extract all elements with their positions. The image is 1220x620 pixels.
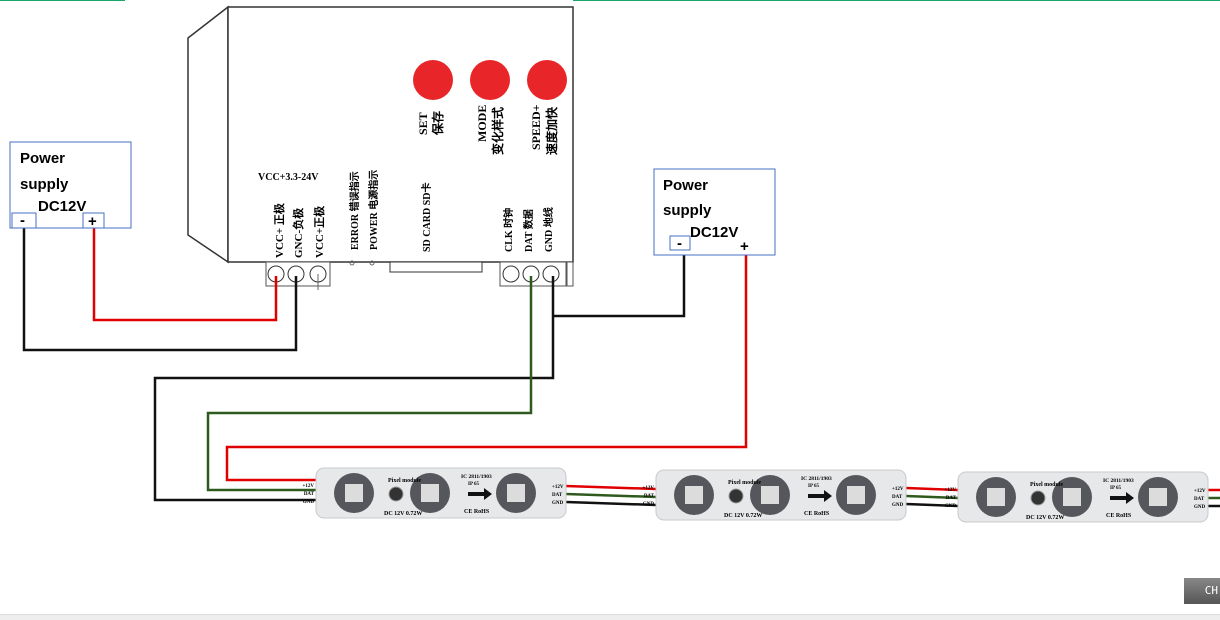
pin-label: GND	[892, 503, 904, 508]
ps2-positive-wire	[225, 254, 748, 482]
module-rating: DC 12V 0.72W	[384, 511, 422, 517]
ps-label: Power	[663, 177, 708, 194]
power-voltage-label: VCC+3.3-24V	[258, 172, 319, 183]
pin-label: GND	[643, 502, 655, 507]
ps-plus-terminal: +	[740, 238, 749, 255]
led-chip	[507, 484, 525, 502]
terminal-label: GNC-负极	[291, 207, 305, 258]
terminal-label: GND 地线	[542, 207, 555, 252]
module-ic: IC 2811/1903	[1103, 478, 1134, 484]
module-ic: IC 2811/1903	[801, 476, 832, 482]
pixel-module: Pixel module IC 2811/1903 IP 65 DC 12V 0.72…	[303, 467, 567, 519]
module-title: Pixel module	[728, 480, 762, 486]
ps-minus-terminal: -	[20, 212, 25, 229]
button-label: MODE	[475, 105, 489, 142]
pin-label: GND	[303, 500, 315, 505]
pin-label: +12V	[1194, 489, 1206, 494]
button-label: 速度加快	[544, 106, 559, 155]
module-ip: IP 65	[468, 482, 479, 487]
gnd-wire	[153, 276, 555, 502]
indicator-label: ERROR 错误指示	[348, 171, 361, 250]
mount-hole	[1030, 490, 1046, 506]
module-ic: IC 2811/1903	[461, 474, 492, 480]
pin-label: DAT	[892, 495, 903, 500]
pin-label: DAT	[552, 493, 563, 498]
pin-label: DAT	[946, 496, 957, 501]
ime-indicator[interactable]: CH	[1184, 578, 1220, 604]
led-chip	[1149, 488, 1167, 506]
module-title: Pixel module	[388, 478, 422, 484]
led-chip	[345, 484, 363, 502]
module-ip: IP 65	[1110, 486, 1121, 491]
terminal-label: CLK 时钟	[502, 208, 515, 252]
ps2-ground-wire	[553, 250, 686, 318]
terminal-label: DAT 数据	[522, 209, 535, 252]
speed-button	[527, 60, 567, 100]
pin-label: DAT	[644, 494, 655, 499]
led-chip	[421, 484, 439, 502]
dat-wire	[206, 276, 533, 492]
controller-buttons: SET 保存 MODE 变化样式 SPEED+ 速度加快	[413, 60, 567, 155]
set-button	[413, 60, 453, 100]
power-supply-1: Power supply DC12V - +	[9, 141, 132, 230]
pin-label: GND	[945, 504, 957, 509]
button-label: SPEED+	[529, 104, 543, 150]
led-chip	[761, 486, 779, 504]
module-cert: CE RoHS	[804, 511, 830, 517]
button-label: 变化样式	[490, 107, 505, 155]
pixel-module: Pixel module IC 2811/1903 IP 65 DC 12V 0.72…	[643, 469, 907, 521]
pin-label: DAT	[304, 492, 315, 497]
ps-voltage: DC12V	[38, 198, 86, 215]
pin-label: +12V	[643, 486, 655, 491]
pin-label: GND	[1194, 505, 1206, 510]
pixel-modules: Pixel module IC 2811/1903 IP 65 DC 12V 0.72…	[303, 467, 1209, 523]
module-rating: DC 12V 0.72W	[1026, 515, 1064, 521]
mount-hole	[388, 486, 404, 502]
led-chip	[987, 488, 1005, 506]
sd-card-label: SD CARD SD卡	[420, 183, 433, 252]
pin-label: +12V	[892, 487, 904, 492]
direction-arrow-icon	[808, 490, 832, 502]
module-ip: IP 65	[808, 484, 819, 489]
ps-plus-terminal: +	[88, 213, 97, 230]
pin-label: +12V	[945, 488, 957, 493]
module-title: Pixel module	[1030, 482, 1064, 488]
direction-arrow-icon	[1110, 492, 1134, 504]
indicator-label: POWER 电源指示	[367, 170, 380, 250]
ps1-ground-wire	[22, 228, 298, 352]
bottom-bar	[0, 614, 1220, 620]
module-cert: CE RoHS	[1106, 513, 1132, 519]
ps-voltage: DC12V	[690, 224, 738, 241]
button-label: 保存	[430, 111, 445, 136]
terminal-label: VCC+正极	[312, 205, 326, 258]
ps-minus-terminal: -	[677, 235, 682, 252]
mode-button	[470, 60, 510, 100]
controller: SET 保存 MODE 变化样式 SPEED+ 速度加快 VCC+3.3-24V…	[187, 5, 574, 290]
mount-hole	[728, 488, 744, 504]
ps-label: Power	[20, 150, 65, 167]
led-chip	[847, 486, 865, 504]
wires	[22, 228, 1220, 508]
power-supply-2: Power supply DC12V - +	[653, 168, 776, 256]
pin-label: GND	[552, 501, 564, 506]
led-chip	[1063, 488, 1081, 506]
pin-label: +12V	[303, 484, 315, 489]
pixel-module: Pixel module IC 2811/1903 IP 65 DC 12V 0.72…	[945, 471, 1209, 523]
ps-label: supply	[663, 202, 712, 219]
terminal-label: VCC+ 正极	[272, 202, 286, 258]
ps-label: supply	[20, 176, 69, 193]
module-rating: DC 12V 0.72W	[724, 513, 762, 519]
sd-card-slot	[389, 261, 483, 273]
pin-label: DAT	[1194, 497, 1205, 502]
led-chip	[685, 486, 703, 504]
direction-arrow-icon	[468, 488, 492, 500]
pin-label: +12V	[552, 485, 564, 490]
ps1-positive-wire	[92, 228, 278, 322]
button-label: SET	[416, 112, 430, 135]
module-cert: CE RoHS	[464, 509, 490, 515]
